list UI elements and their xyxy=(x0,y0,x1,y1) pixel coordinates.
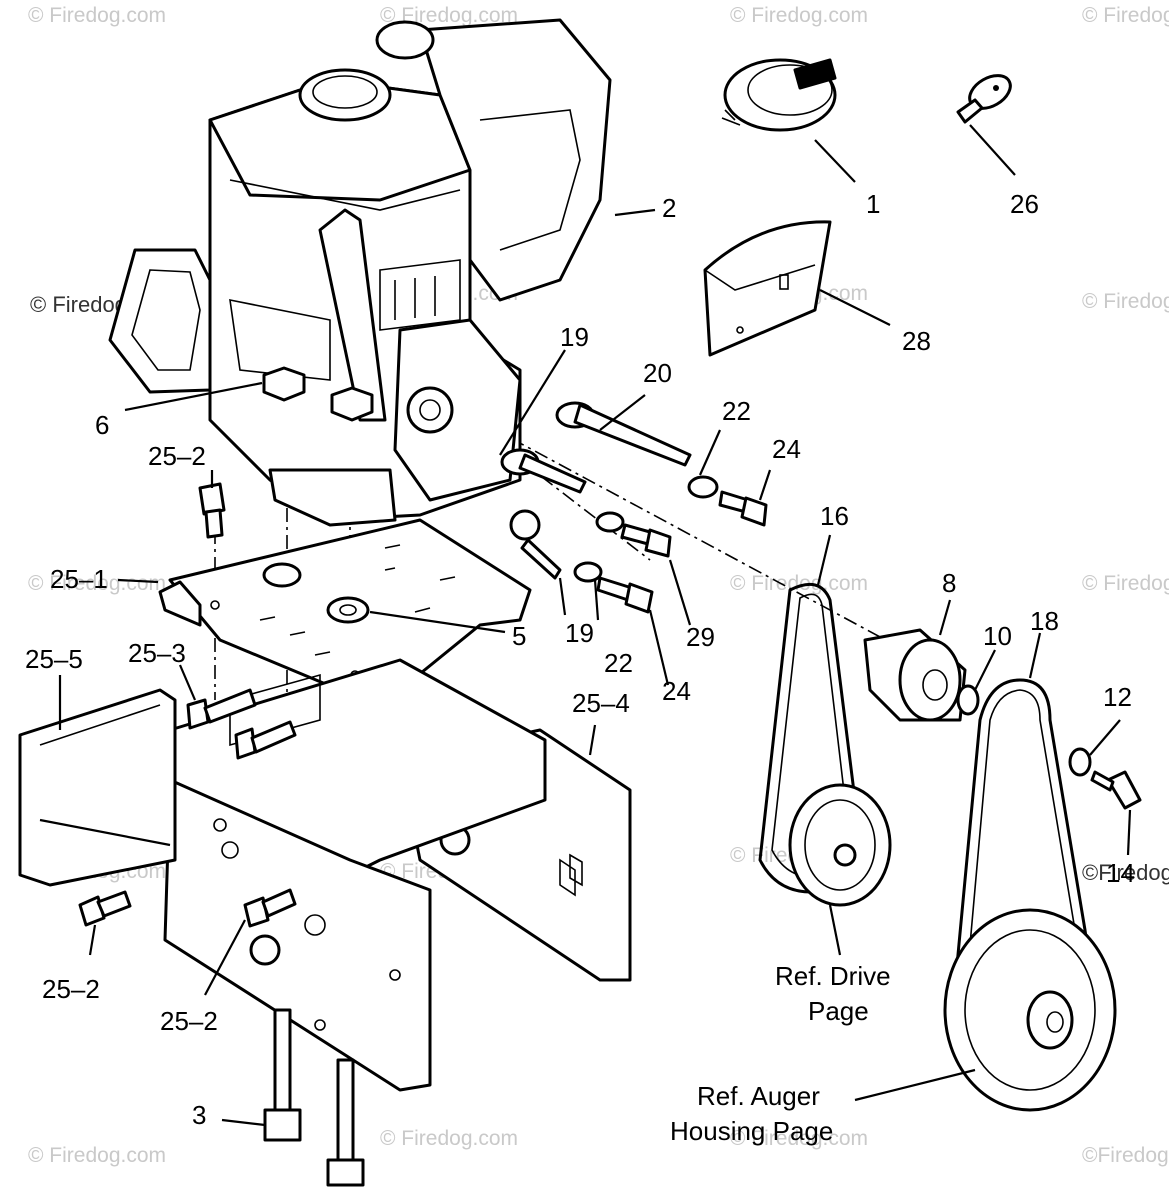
part-26-ignition-key xyxy=(956,74,1012,124)
ref-drive-line-1: Ref. Drive xyxy=(775,961,891,991)
drive-belts-pulleys xyxy=(758,582,1142,1112)
callout-28: 28 xyxy=(902,326,931,356)
watermark: © Firedog.com xyxy=(730,572,868,595)
watermark: ©Firedog.com xyxy=(1082,1144,1169,1167)
crankcase xyxy=(393,318,522,502)
watermark: © Firedog.com xyxy=(1082,4,1169,27)
callout-24-bottom: 24 xyxy=(662,676,691,706)
ref-auger-line-2: Housing Page xyxy=(670,1116,833,1146)
callout-25-2-top: 25–2 xyxy=(148,441,206,471)
callout-labels: 1 2 3 5 6 8 10 12 14 16 18 19 19 20 22 2… xyxy=(25,189,1135,1146)
part-25-2c-bolt xyxy=(243,896,270,928)
callout-19-top: 19 xyxy=(560,322,589,352)
callout-2: 2 xyxy=(662,193,676,223)
callout-16: 16 xyxy=(820,501,849,531)
part-24b-bolt xyxy=(624,582,654,614)
callout-22-top: 22 xyxy=(722,396,751,426)
part-28-belt-shield xyxy=(703,220,832,357)
part-1-electric-cord xyxy=(721,58,837,132)
watermark: © Firedog.com xyxy=(1082,290,1169,313)
callout-25-1: 25–1 xyxy=(50,564,108,594)
engine-muffler-cover xyxy=(418,18,612,302)
watermark: © Firedog.com xyxy=(28,4,166,27)
ref-auger-line-1: Ref. Auger xyxy=(697,1081,820,1111)
part-22b-washer xyxy=(573,561,603,583)
watermark: © Firedog.com xyxy=(730,4,868,27)
callout-25-2-left: 25–2 xyxy=(42,974,100,1004)
callout-25-2-center: 25–2 xyxy=(160,1006,218,1036)
nut-6b xyxy=(330,386,374,422)
callout-20: 20 xyxy=(643,358,672,388)
part-25-5-panel xyxy=(18,688,177,887)
engine-base xyxy=(268,468,397,527)
callout-26: 26 xyxy=(1010,189,1039,219)
part-14-bolt xyxy=(1106,770,1142,810)
part-19-spacer xyxy=(518,453,587,494)
part-3-bolt xyxy=(273,1008,292,1112)
callout-25-5: 25–5 xyxy=(25,644,83,674)
callout-1: 1 xyxy=(866,189,880,219)
watermark: © Firedog.com xyxy=(28,1144,166,1167)
callout-8: 8 xyxy=(942,568,956,598)
watermark: © Firedog.com xyxy=(380,4,518,27)
callout-14: 14 xyxy=(1106,858,1135,888)
part-5-lockwasher xyxy=(326,596,370,624)
leader-lines xyxy=(39,124,1132,1127)
callout-18: 18 xyxy=(1030,606,1059,636)
watermark: © Firedog.com xyxy=(28,572,166,595)
engine-assembly xyxy=(108,18,612,527)
part-3b-bolt xyxy=(336,1058,355,1162)
callout-22-bottom: 22 xyxy=(604,648,633,678)
part-24-bolt xyxy=(740,496,768,527)
watermark: © Firedog.com xyxy=(730,1127,868,1150)
frame-housing xyxy=(18,482,632,1187)
callout-25-4: 25–4 xyxy=(572,688,630,718)
oil-cap xyxy=(375,20,435,60)
watermark-dark: ©Firedog.com xyxy=(1082,860,1169,885)
callout-6: 6 xyxy=(95,410,109,440)
callout-24-top: 24 xyxy=(772,434,801,464)
engine-mount-plate xyxy=(158,518,532,692)
callout-3: 3 xyxy=(192,1100,206,1130)
callout-5: 5 xyxy=(512,621,526,651)
watermark: © Firedog.com xyxy=(380,1127,518,1150)
callout-10: 10 xyxy=(983,621,1012,651)
part-25-1-bracket xyxy=(158,580,202,627)
ref-drive-line-2: Page xyxy=(808,996,869,1026)
watermark: © Firedog.com xyxy=(1082,572,1169,595)
part-25-3-bolt xyxy=(203,688,257,724)
callout-12: 12 xyxy=(1103,682,1132,712)
fuel-cap xyxy=(298,68,392,122)
part-29-bolt xyxy=(644,528,672,558)
part-25-2-bolt xyxy=(198,482,226,516)
part-10-washer xyxy=(956,684,980,716)
callout-29: 29 xyxy=(686,622,715,652)
part-12-washer xyxy=(1068,747,1092,777)
callout-19-bottom: 19 xyxy=(565,618,594,648)
part-22-washer xyxy=(687,475,719,499)
spacer-hardware xyxy=(500,401,768,614)
nut-6 xyxy=(262,366,306,402)
part-20-bolt xyxy=(573,403,692,467)
callout-25-3: 25–3 xyxy=(128,638,186,668)
part-19b-spacer xyxy=(520,538,562,580)
